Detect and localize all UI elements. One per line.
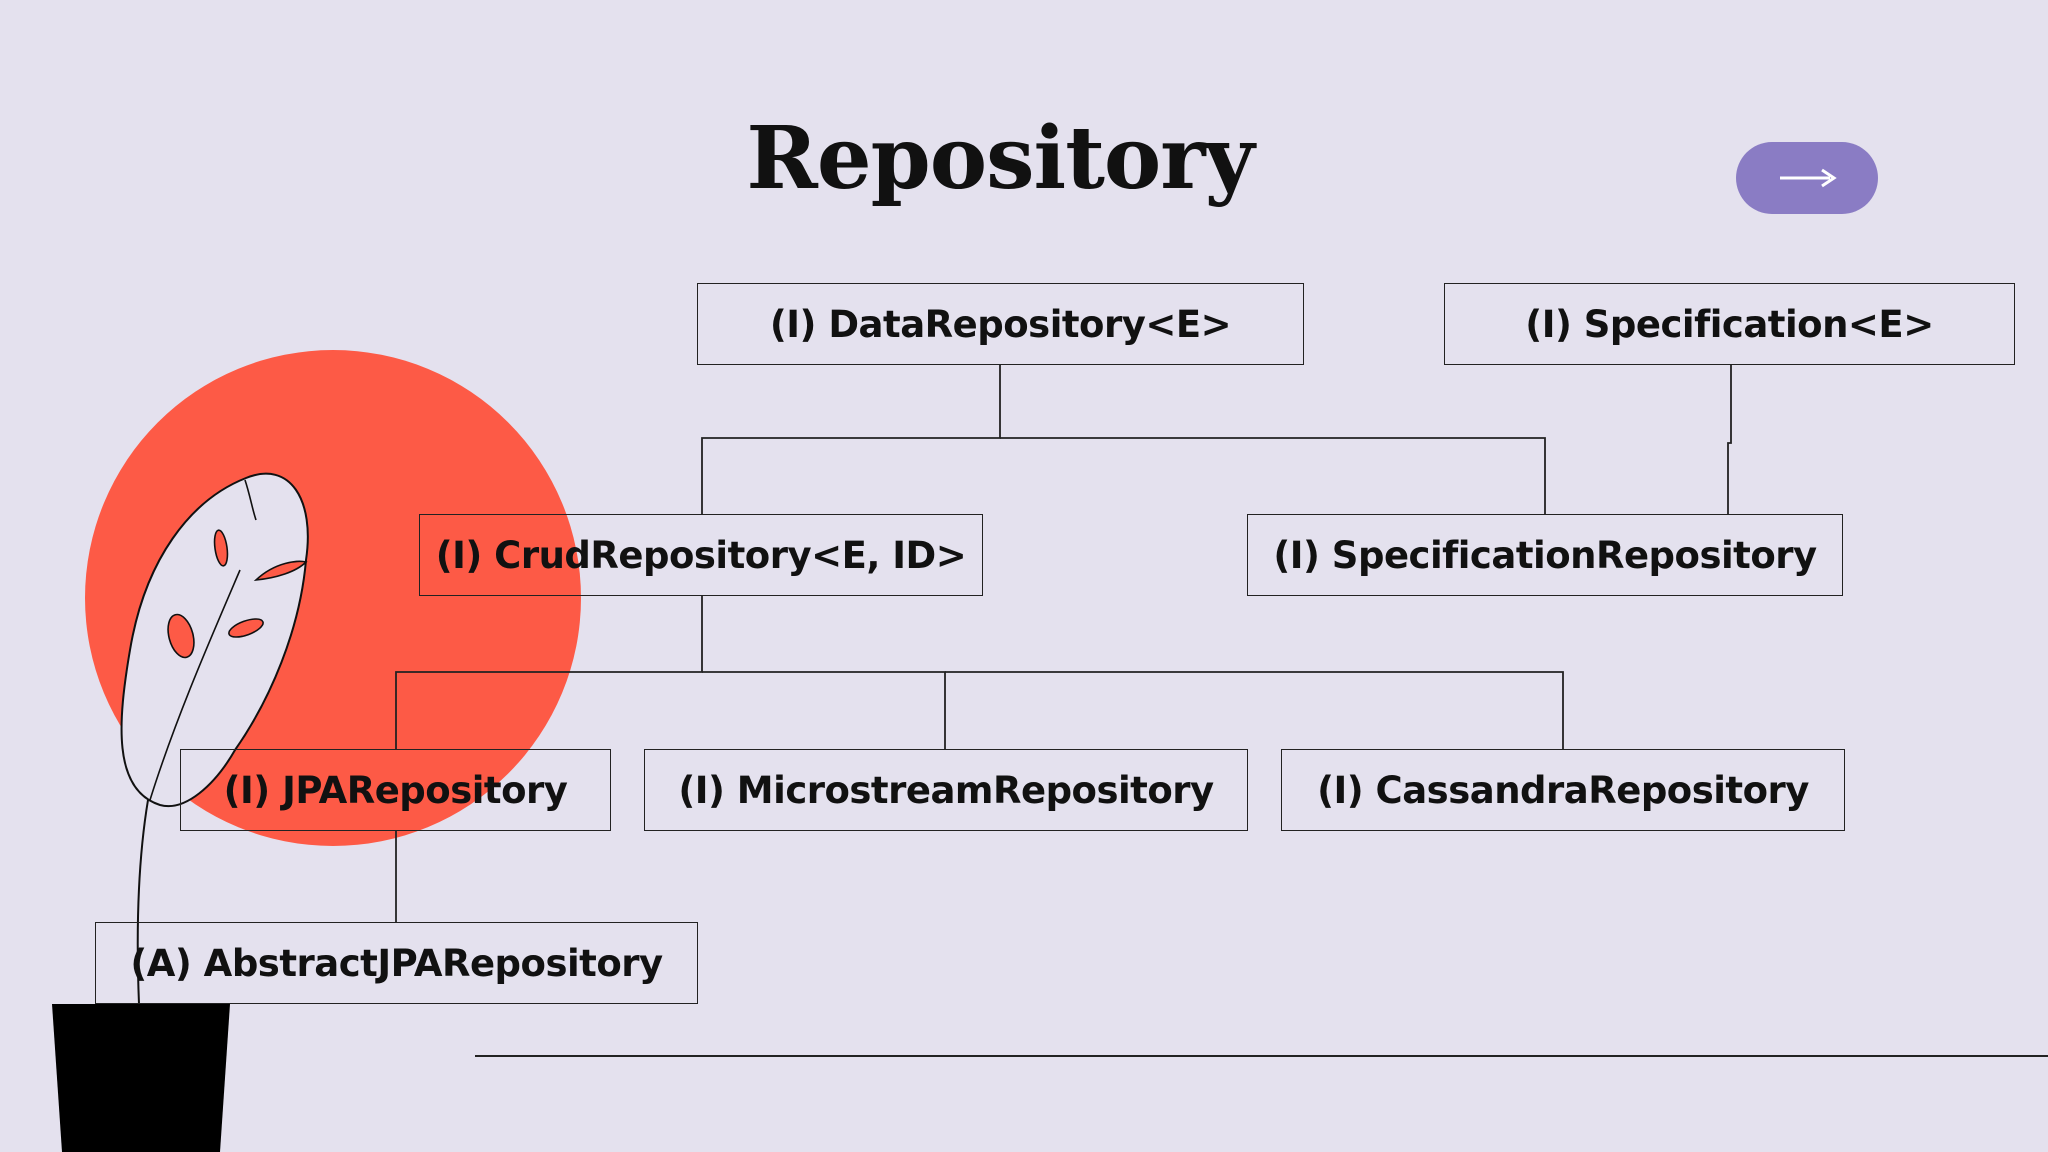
edge-crud-to-jpa	[395, 596, 703, 749]
edge-crud-to-cassandra	[945, 671, 1564, 749]
node-specification-label: (I) Specification<E>	[1525, 302, 1934, 346]
node-data-repository: (I) DataRepository<E>	[697, 283, 1304, 365]
plant-pot	[52, 1004, 230, 1152]
node-abstract-jpa-repository-label: (A) AbstractJPARepository	[130, 941, 663, 985]
edge-crud-to-microstream	[702, 671, 946, 749]
leaf-hole	[213, 529, 229, 567]
slide-title: Repository	[0, 108, 2048, 209]
node-specification: (I) Specification<E>	[1444, 283, 2015, 365]
edge-specification-to-specification-repository	[1727, 365, 1732, 514]
slide-title-text: Repository	[746, 108, 1254, 209]
node-specification-repository: (I) SpecificationRepository	[1247, 514, 1843, 596]
edge-data-repository-to-specification-repository	[1000, 437, 1546, 514]
leaf-notch	[244, 479, 257, 521]
node-data-repository-label: (I) DataRepository<E>	[769, 302, 1232, 346]
node-abstract-jpa-repository: (A) AbstractJPARepository	[95, 922, 698, 1004]
next-slide-button[interactable]	[1736, 142, 1878, 214]
bottom-divider	[475, 1055, 2048, 1057]
edge-data-repository-to-crud	[701, 365, 1001, 514]
node-cassandra-repository: (I) CassandraRepository	[1281, 749, 1845, 831]
node-jpa-repository-label: (I) JPARepository	[223, 768, 568, 812]
node-microstream-repository: (I) MicrostreamRepository	[644, 749, 1248, 831]
leaf-hole	[228, 618, 264, 638]
leaf-midrib	[149, 569, 241, 801]
node-jpa-repository: (I) JPARepository	[180, 749, 611, 831]
leaf-hole	[167, 613, 195, 659]
node-cassandra-repository-label: (I) CassandraRepository	[1317, 768, 1809, 812]
right-arrow-icon	[1780, 168, 1837, 188]
node-specification-repository-label: (I) SpecificationRepository	[1273, 533, 1817, 577]
node-microstream-repository-label: (I) MicrostreamRepository	[678, 768, 1214, 812]
node-crud-repository-label: (I) CrudRepository<E, ID>	[435, 533, 967, 577]
node-crud-repository: (I) CrudRepository<E, ID>	[419, 514, 983, 596]
leaf-hole	[253, 560, 308, 582]
